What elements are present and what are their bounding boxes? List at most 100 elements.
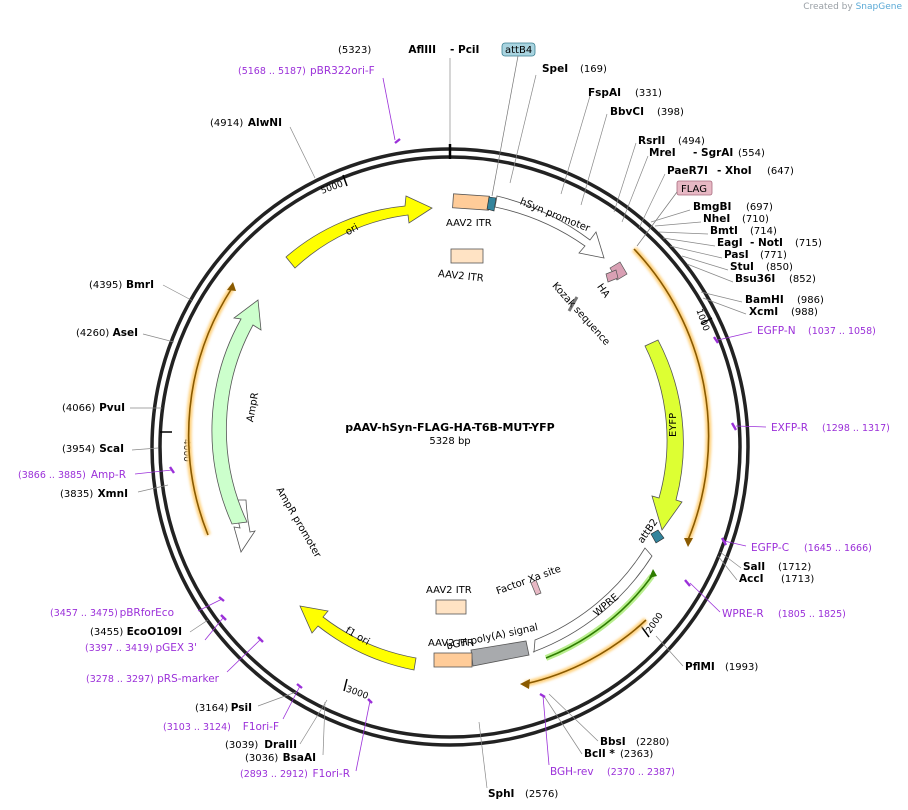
hsyn-promoter-feature[interactable] bbox=[494, 195, 605, 259]
primer-f1orir[interactable]: F1ori-R bbox=[313, 768, 350, 780]
primer-egfpc[interactable]: EGFP-C bbox=[751, 542, 789, 554]
site-bcli[interactable]: BclI * bbox=[584, 748, 615, 760]
primer-labels: (5168 .. 5187)pBR322ori-F(1037 .. 1058)E… bbox=[18, 65, 890, 780]
attb2-feature[interactable] bbox=[650, 529, 665, 544]
primer-mark-pgex3[interactable] bbox=[220, 614, 227, 621]
aav2-itr-inner[interactable] bbox=[450, 248, 484, 264]
primer-mark-f1orif[interactable] bbox=[296, 683, 303, 689]
site-coord: (715) bbox=[795, 238, 822, 249]
site-coord: (850) bbox=[766, 262, 793, 273]
site-scai[interactable]: ScaI bbox=[99, 443, 124, 455]
site-xhoi[interactable]: - XhoI bbox=[717, 165, 752, 177]
site-coord: (988) bbox=[791, 307, 818, 318]
site-bbsi[interactable]: BbsI bbox=[600, 736, 626, 748]
site-leader-bcli bbox=[543, 695, 583, 755]
site-pcii[interactable]: - PciI bbox=[450, 44, 479, 56]
ha-feature-2[interactable] bbox=[605, 269, 619, 283]
plasmid-name: pAAV-hSyn-FLAG-HA-T6B-MUT-YFP bbox=[345, 421, 554, 434]
site-rsrii[interactable]: RsrII bbox=[638, 135, 665, 147]
eyfp-label: EYFP bbox=[668, 413, 679, 437]
wpre-feature[interactable] bbox=[532, 547, 653, 653]
site-leader-ecoo109i bbox=[189, 619, 209, 633]
site-coord: (3164) bbox=[195, 703, 228, 714]
site-asei[interactable]: AseI bbox=[113, 327, 138, 339]
kozak-feature[interactable] bbox=[567, 296, 579, 312]
site-afliii[interactable]: AflIII bbox=[408, 44, 436, 56]
site-stui[interactable]: StuI bbox=[730, 261, 754, 273]
site-mrei[interactable]: MreI bbox=[649, 147, 676, 159]
site-bsaai[interactable]: BsaAI bbox=[283, 752, 316, 764]
primer-egfpn[interactable]: EGFP-N bbox=[757, 325, 796, 337]
site-coord: (1713) bbox=[781, 574, 814, 585]
aav2-itr-top[interactable] bbox=[452, 193, 490, 211]
eyfp-feature[interactable] bbox=[644, 339, 684, 531]
primer-prsmarker[interactable]: pRS-marker bbox=[157, 673, 220, 685]
primer-mark-egfpc[interactable] bbox=[720, 537, 728, 546]
primer-pbrforeco[interactable]: pBRforEco bbox=[120, 607, 174, 619]
primer-ampr[interactable]: Amp-R bbox=[91, 469, 126, 481]
primer-coord-bghrev: (2370 .. 2387) bbox=[607, 767, 675, 778]
site-acci[interactable]: AccI bbox=[739, 573, 763, 585]
tick-label-3000: 3000 bbox=[344, 685, 369, 702]
site-sgrai[interactable]: - SgrAI bbox=[693, 147, 733, 159]
site-bmgbi[interactable]: BmgBI bbox=[693, 201, 731, 213]
site-draiii[interactable]: DraIII bbox=[264, 739, 297, 751]
primer-mark-wprer[interactable] bbox=[684, 579, 691, 587]
primer-mark-prsmarker[interactable] bbox=[257, 636, 264, 643]
aav2-itr-bottom[interactable] bbox=[433, 652, 473, 668]
primer-exfpr[interactable]: EXFP-R bbox=[771, 422, 808, 434]
site-xmni[interactable]: XmnI bbox=[98, 488, 128, 500]
primer-mark-bghrev[interactable] bbox=[539, 692, 546, 699]
primer-mark-exfpr[interactable] bbox=[730, 422, 738, 431]
primer-mark-egfpn[interactable] bbox=[713, 336, 719, 344]
site-spei[interactable]: SpeI bbox=[542, 63, 568, 75]
site-paer7i[interactable]: PaeR7I bbox=[667, 165, 708, 177]
site-labels: (5323)AflIII- PciI(169)SpeI(331)FspAI(39… bbox=[60, 44, 824, 800]
site-xcmi[interactable]: XcmI bbox=[749, 306, 778, 318]
site-leader-psii bbox=[257, 691, 297, 707]
primer-coord-exfpr: (1298 .. 1317) bbox=[822, 423, 890, 434]
site-pasi[interactable]: PasI bbox=[724, 249, 749, 261]
site-bmri[interactable]: BmrI bbox=[126, 279, 154, 291]
attb4-feature[interactable] bbox=[486, 196, 497, 212]
primer-f1orif[interactable]: F1ori-F bbox=[243, 721, 279, 733]
site-coord: (3835) bbox=[60, 489, 93, 500]
site-pvui[interactable]: PvuI bbox=[99, 402, 125, 414]
site-bmti[interactable]: BmtI bbox=[710, 225, 738, 237]
site-nhei[interactable]: NheI bbox=[703, 213, 730, 225]
primer-mark-pbr322orif[interactable] bbox=[394, 138, 401, 144]
ori-feature[interactable] bbox=[285, 195, 433, 269]
site-bbvci[interactable]: BbvCI bbox=[610, 106, 644, 118]
site-leader-bamhi bbox=[700, 291, 743, 303]
site-bsu36i[interactable]: Bsu36I bbox=[735, 273, 775, 285]
site-eagi[interactable]: EagI bbox=[717, 237, 743, 249]
site-sphi[interactable]: SphI bbox=[488, 788, 514, 800]
primer-pbr322orif[interactable]: pBR322ori-F bbox=[310, 65, 375, 77]
site-leader-xcmi bbox=[702, 297, 747, 315]
tick-1000 bbox=[700, 317, 713, 325]
site-alwni[interactable]: AlwNI bbox=[248, 117, 282, 129]
tick-label-4000: 4000 bbox=[181, 439, 191, 462]
factor-xa-feature[interactable] bbox=[530, 579, 542, 596]
site-pflmi[interactable]: PflMI bbox=[685, 661, 715, 673]
site-psii[interactable]: PsiI bbox=[231, 702, 252, 714]
f1-ori-feature[interactable] bbox=[299, 605, 417, 671]
primer-bghrev[interactable]: BGH-rev bbox=[550, 766, 594, 778]
snapgene-watermark: Created by SnapGene bbox=[803, 2, 902, 12]
site-fspai[interactable]: FspAI bbox=[588, 87, 621, 99]
site-sali[interactable]: SalI bbox=[743, 561, 765, 573]
site-leader-mrei bbox=[621, 155, 649, 223]
primer-wprer[interactable]: WPRE-R bbox=[722, 608, 764, 620]
primer-coord-egfpc: (1645 .. 1666) bbox=[804, 543, 872, 554]
aav2-itr-mid[interactable] bbox=[435, 599, 467, 615]
site-bamhi[interactable]: BamHI bbox=[745, 294, 784, 306]
primer-pgex3[interactable]: pGEX 3' bbox=[155, 642, 197, 654]
site-noti[interactable]: - NotI bbox=[750, 237, 783, 249]
flag-leader bbox=[636, 191, 678, 247]
orf-arc-wpre-arrowhead bbox=[520, 679, 530, 689]
site-leader-pflmi bbox=[655, 635, 684, 667]
site-leader-spei bbox=[509, 74, 537, 184]
ampr-feature[interactable] bbox=[211, 299, 262, 525]
site-ecoo109i[interactable]: EcoO109I bbox=[127, 626, 182, 638]
